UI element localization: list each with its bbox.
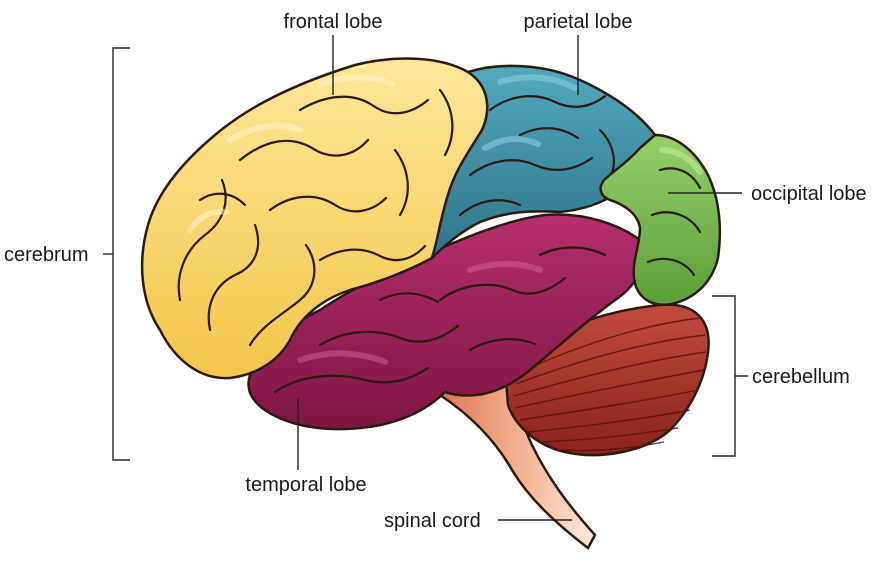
frontal-lobe-label: frontal lobe bbox=[284, 11, 383, 33]
temporal-lobe-label: temporal lobe bbox=[245, 474, 366, 496]
cerebrum-bracket bbox=[103, 47, 130, 461]
parietal-lobe-region bbox=[430, 64, 657, 259]
cerebrum-label: cerebrum bbox=[4, 244, 88, 266]
occipital-lobe-region bbox=[599, 133, 722, 307]
cerebellum-label: cerebellum bbox=[752, 366, 850, 388]
parietal-lobe-label: parietal lobe bbox=[524, 11, 633, 33]
spinal-cord-label: spinal cord bbox=[384, 510, 481, 532]
cerebellum-bracket bbox=[712, 295, 748, 457]
occipital-lobe-label: occipital lobe bbox=[751, 183, 867, 205]
